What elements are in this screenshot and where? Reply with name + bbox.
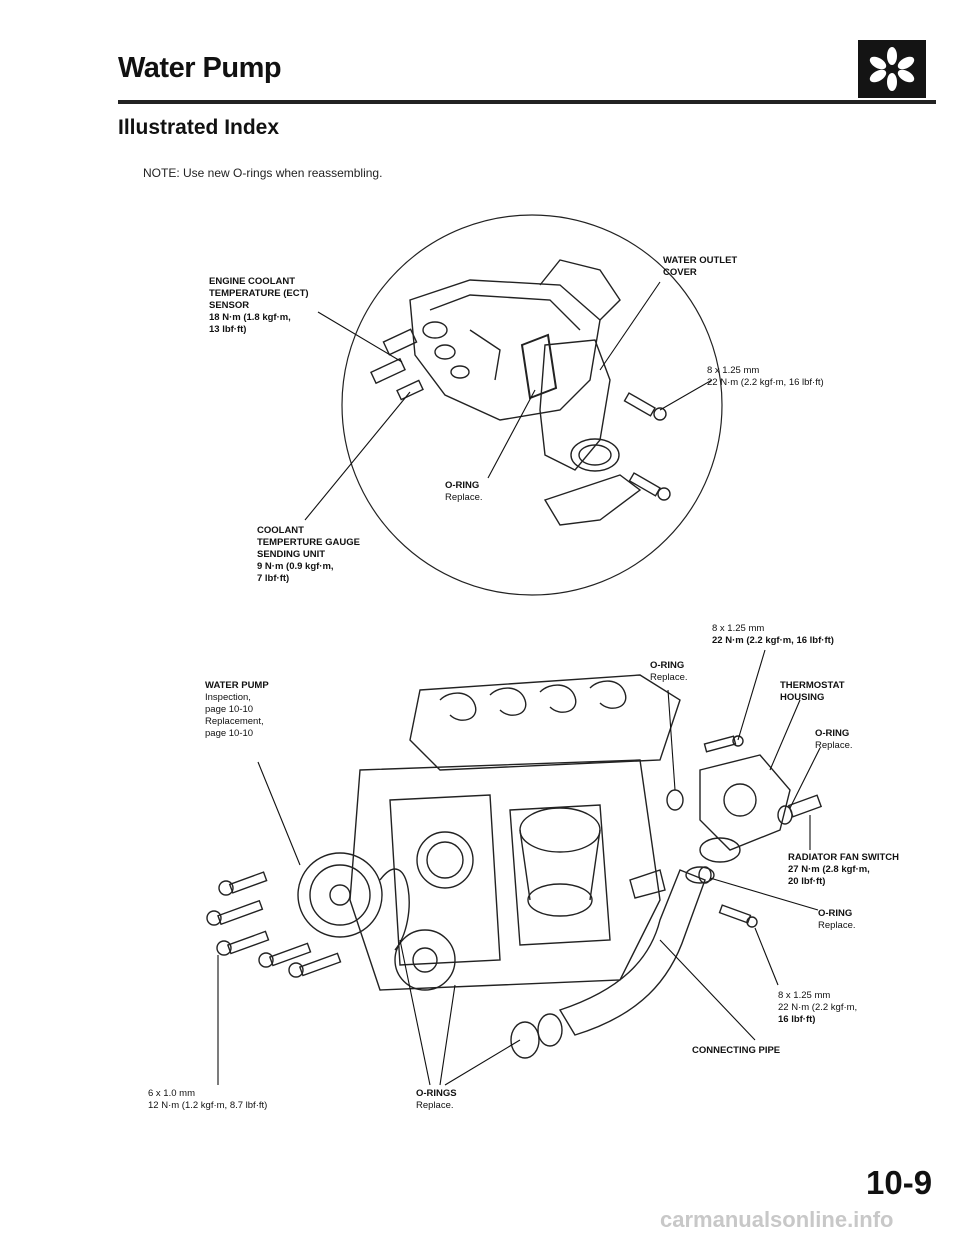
leader-orings-pump-1 [399,939,431,1086]
pump-bolt-3 [216,930,270,956]
label-water-pump: WATER PUMP Inspection, page 10-10 Replac… [205,680,269,739]
leader-outlet [599,281,661,371]
leader-orings-pump-3 [439,984,456,1086]
leader-gauge [304,391,411,521]
label-bolt-mid: 8 x 1.25 mm 22 N·m (2.2 kgf·m, 16 lbf·ft… [712,623,834,646]
label-thermostat-housing: THERMOSTAT HOUSING [780,680,845,703]
oring-pipe-part [698,866,712,884]
pipe-oring-pair [510,1013,563,1059]
pipe-bolt [718,904,758,928]
leader-bolt-pipe [754,927,779,986]
idler-pulley [394,929,456,991]
label-oring-thermo: O-RING Replace. [815,728,853,751]
bolt-top-1 [623,392,667,421]
leader-oring-pipe [709,877,819,911]
label-connecting-pipe: CONNECTING PIPE [692,1045,781,1056]
label-bolt-top: 8 x 1.25 mm 22 N·m (2.2 kgf·m, 16 lbf·ft… [707,365,824,388]
label-radiator-fan-switch: RADIATOR FAN SWITCH 27 N·m (2.8 kgf·m, 2… [788,852,900,887]
leader-bolt-top [659,379,713,411]
leader-oring-thermo [789,747,821,809]
label-orings-pump: O-RINGS Replace. [416,1088,457,1111]
outlet-elbow [539,339,620,472]
thermostat-bolt [703,735,744,753]
detail-circle [341,214,723,596]
label-bolt-pump: 6 x 1.0 mm 12 N·m (1.2 kgf·m, 8.7 lbf·ft… [148,1088,268,1111]
section-subtitle: Illustrated Index [118,116,280,139]
intake-manifold [409,674,681,771]
header-rule [118,100,936,104]
connecting-pipe-part [558,866,715,1036]
thermostat-housing-part [699,754,791,863]
oil-filter [519,807,601,917]
engine-block [349,759,661,991]
label-water-outlet-cover: WATER OUTLET COVER [663,255,738,278]
label-oring-mid: O-RING Replace. [650,660,688,683]
bracket [543,474,642,526]
page-title: Water Pump [118,52,282,84]
label-oring-top: O-RING Replace. [445,480,483,503]
label-ect-sensor: ENGINE COOLANT TEMPERATURE (ECT) SENSOR … [209,276,309,335]
water-outlet-housing [409,259,621,421]
pump-bolt-1 [218,871,268,896]
pump-bolt-5 [288,952,342,978]
pump-bolt-2 [206,899,264,926]
leader-oring-top [487,389,536,479]
oring-mid-part [666,789,684,811]
water-pump-pulley [297,852,410,951]
leader-thermo [769,699,801,771]
bolt-top-2 [628,472,671,501]
oring-gasket-top [520,333,558,400]
note-text: NOTE: Use new O-rings when reassembling. [143,166,383,180]
leader-oring-mid [667,689,676,791]
leader-water-pump [257,761,301,866]
leader-bolt-mid [737,649,766,741]
asterisk-star-icon [858,40,926,98]
watermark-text: carmanualsonline.info [660,1207,894,1232]
oring-thermo-part [777,805,793,825]
radiator-fan-switch-part [787,794,823,818]
label-gauge-unit: COOLANT TEMPERTURE GAUGE SENDING UNIT 9 … [257,525,360,584]
label-oring-pipe: O-RING Replace. [818,908,856,931]
leader-connecting-pipe [659,939,756,1041]
page-number: 10-9 [866,1164,933,1201]
leader-orings-pump-2 [444,1039,521,1086]
pump-bolt-4 [258,942,312,968]
ect-sensor [370,328,424,401]
label-bolt-pipe: 8 x 1.25 mm 22 N·m (2.2 kgf·m, 16 lbf·ft… [778,990,858,1025]
leader-ect [317,311,403,363]
